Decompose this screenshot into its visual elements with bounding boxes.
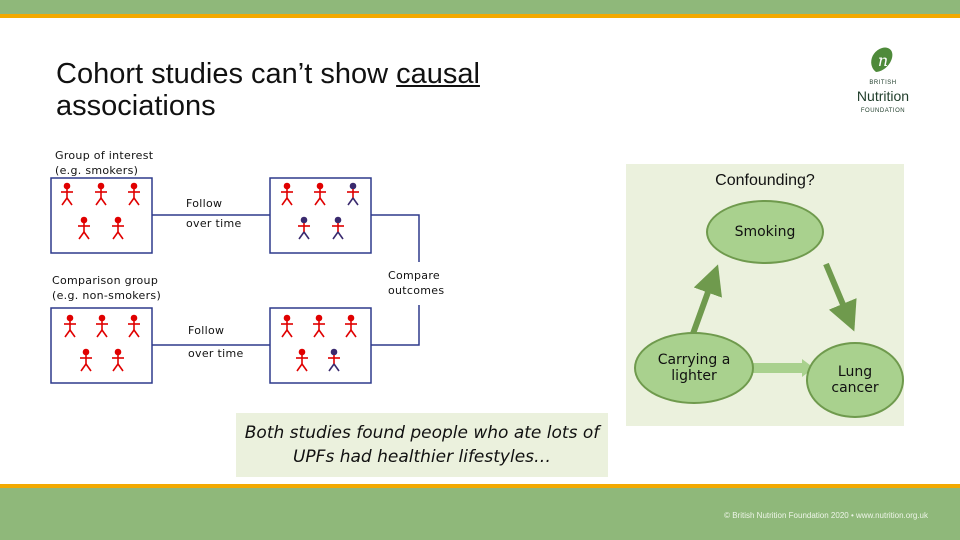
person-icon: [79, 347, 93, 372]
comparison-group-label: Comparison group(e.g. non-smokers): [52, 274, 162, 302]
header-stripe: [0, 14, 960, 18]
title-text-2: associations: [56, 90, 216, 122]
over-time-label-bottom: over time: [188, 347, 244, 360]
header-band: [0, 0, 960, 14]
person-icon: [60, 181, 74, 206]
bnf-logo: n BRITISH Nutrition FOUNDATION: [838, 46, 928, 118]
compare-line-bottom: [371, 305, 420, 346]
slide-title: Cohort studies can’t show causal associa…: [56, 58, 616, 122]
person-icon: [95, 313, 109, 338]
person-icon: [280, 313, 294, 338]
over-time-label-top: over time: [186, 217, 242, 230]
footer-stripe: [0, 484, 960, 488]
person-icon: [297, 215, 311, 240]
person-icon: [331, 215, 345, 240]
arrow-up-icon: [687, 264, 722, 344]
person-icon: [127, 313, 141, 338]
caption-box: Both studies found people who ate lots o…: [236, 413, 608, 477]
person-icon: [344, 313, 358, 338]
person-icon: [346, 181, 360, 206]
confounding-arrows: [687, 262, 857, 377]
person-icon: [111, 215, 125, 240]
smoking-node: Smoking: [706, 200, 824, 264]
lung-cancer-node: Lung cancer: [806, 342, 904, 418]
person-icon: [111, 347, 125, 372]
confounding-panel: Confounding? Smoking Carrying a lighter …: [626, 164, 904, 426]
person-icon: [94, 181, 108, 206]
person-icon: [313, 181, 327, 206]
follow-label-bottom: Follow: [188, 324, 225, 337]
person-icon: [327, 347, 341, 372]
logo-mark-icon: n: [871, 47, 893, 72]
title-text-1: Cohort studies can’t show: [56, 58, 397, 90]
lighter-node: Carrying a lighter: [634, 332, 754, 404]
confounding-heading: Confounding?: [715, 172, 815, 189]
logo-line-2: Nutrition: [856, 88, 910, 104]
footer-band: © British Nutrition Foundation 2020 • ww…: [0, 488, 960, 540]
person-icon: [312, 313, 326, 338]
person-icon: [77, 215, 91, 240]
arrow-down-icon: [823, 262, 857, 332]
follow-label-top: Follow: [186, 197, 223, 210]
person-icon: [280, 181, 294, 206]
title-underlined-word: causal: [396, 58, 480, 90]
logo-line-3: FOUNDATION: [860, 108, 906, 114]
footer-copyright: © British Nutrition Foundation 2020 • ww…: [724, 511, 928, 520]
compare-line-top: [371, 214, 420, 262]
logo-line-1: BRITISH: [869, 80, 897, 86]
person-icon: [63, 313, 77, 338]
person-icon: [127, 181, 141, 206]
person-icon: [295, 347, 309, 372]
svg-text:n: n: [878, 51, 888, 70]
group-of-interest-label: Group of interest(e.g. smokers): [55, 149, 154, 177]
